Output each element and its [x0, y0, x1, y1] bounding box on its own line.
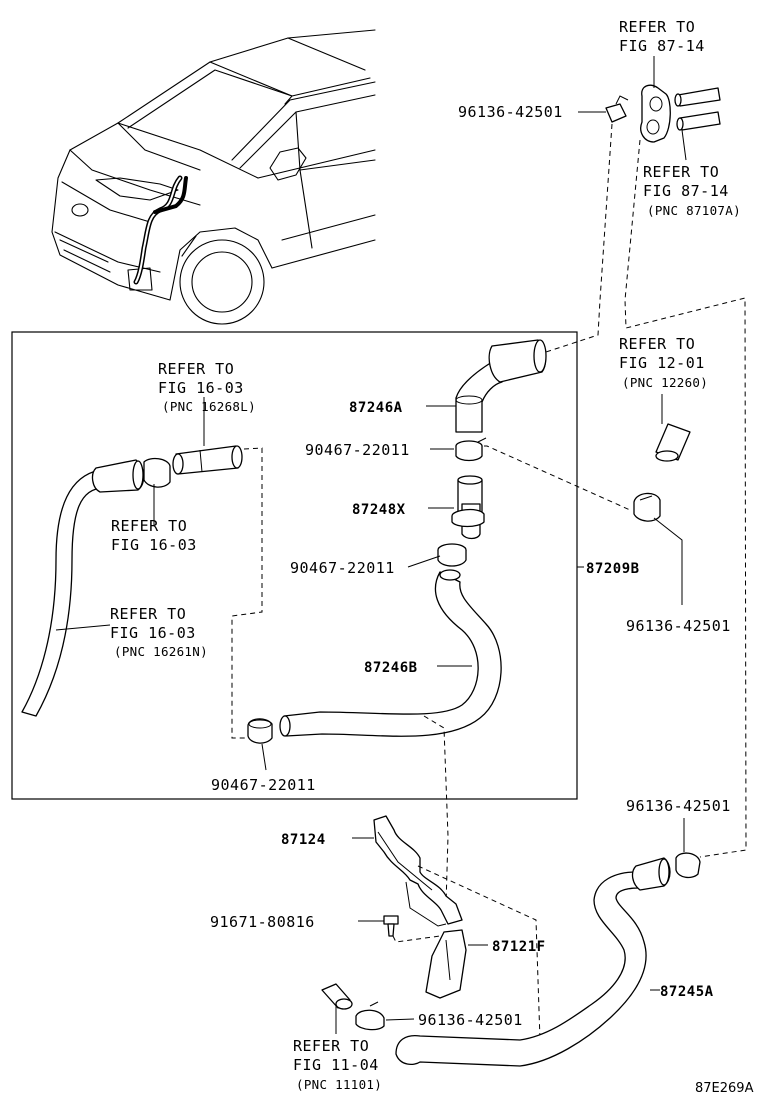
refer-87-14-right-line1: REFER TO — [643, 163, 719, 181]
part-number-87246b: 87246B — [364, 660, 418, 676]
refer-16-03-a-line3: (PNC 16268L) — [162, 399, 256, 414]
refer-11-04-line2: FIG 11-04 — [293, 1056, 379, 1074]
refer-16-03-c-line3: (PNC 16261N) — [114, 644, 208, 659]
bracket-87121f — [425, 929, 467, 999]
engine-pipe-12-01 — [633, 423, 691, 522]
joint-87248x — [451, 475, 485, 540]
refer-16-03-c-line2: FIG 16-03 — [110, 624, 196, 642]
hose-87246a — [455, 339, 547, 433]
refer-16-03-a-line1: REFER TO — [158, 360, 234, 378]
leader-lines — [55, 56, 687, 1034]
part-number-87124: 87124 — [281, 832, 326, 848]
refer-87-14-right-line3: (PNC 87107A) — [647, 203, 741, 218]
bolt-91671 — [383, 915, 399, 937]
hose-87246b — [279, 569, 502, 737]
part-number-clip-3: 90467-22011 — [211, 776, 316, 794]
refer-11-04-line1: REFER TO — [293, 1037, 369, 1055]
refer-87-14-top-line1: REFER TO — [619, 18, 695, 36]
part-number-87209b: 87209B — [586, 561, 640, 577]
part-number-clip-1: 90467-22011 — [305, 441, 410, 459]
radiator-hose-left — [21, 445, 243, 717]
refer-16-03-b-line2: FIG 16-03 — [111, 536, 197, 554]
part-number-clamp-top: 96136-42501 — [458, 103, 563, 121]
hose-87245a — [395, 852, 701, 1067]
refer-87-14-right-line2: FIG 87-14 — [643, 182, 729, 200]
part-number-clamp-right-mid: 96136-42501 — [626, 617, 731, 635]
part-number-clamp-bottom: 96136-42501 — [418, 1011, 523, 1029]
refer-12-01-line2: FIG 12-01 — [619, 354, 705, 372]
bracket-87124 — [373, 815, 463, 927]
heater-connector-top — [605, 84, 721, 143]
refer-16-03-a-line2: FIG 16-03 — [158, 379, 244, 397]
refer-12-01-line3: (PNC 12260) — [622, 375, 708, 390]
refer-16-03-c-line1: REFER TO — [110, 605, 186, 623]
assembly-box-87209b — [11, 331, 578, 800]
clip-90467-3 — [247, 718, 273, 744]
part-number-clamp-right-low: 96136-42501 — [626, 797, 731, 815]
clip-90467-1 — [455, 437, 487, 462]
part-number-87248x: 87248X — [352, 502, 406, 518]
refer-11-04-line3: (PNC 11101) — [296, 1077, 382, 1092]
part-number-bolt: 91671-80816 — [210, 913, 315, 931]
refer-16-03-b-line1: REFER TO — [111, 517, 187, 535]
part-number-87121f: 87121F — [492, 939, 546, 955]
engine-pipe-11-04 — [321, 983, 385, 1031]
refer-12-01-line1: REFER TO — [619, 335, 695, 353]
part-number-87245a: 87245A — [660, 984, 714, 1000]
part-number-clip-2: 90467-22011 — [290, 559, 395, 577]
refer-87-14-top-line2: FIG 87-14 — [619, 37, 705, 55]
figure-id: 87E269A — [695, 1081, 754, 1096]
clip-90467-2 — [437, 543, 467, 567]
car-illustration — [51, 29, 376, 325]
part-number-87246a: 87246A — [349, 400, 403, 416]
